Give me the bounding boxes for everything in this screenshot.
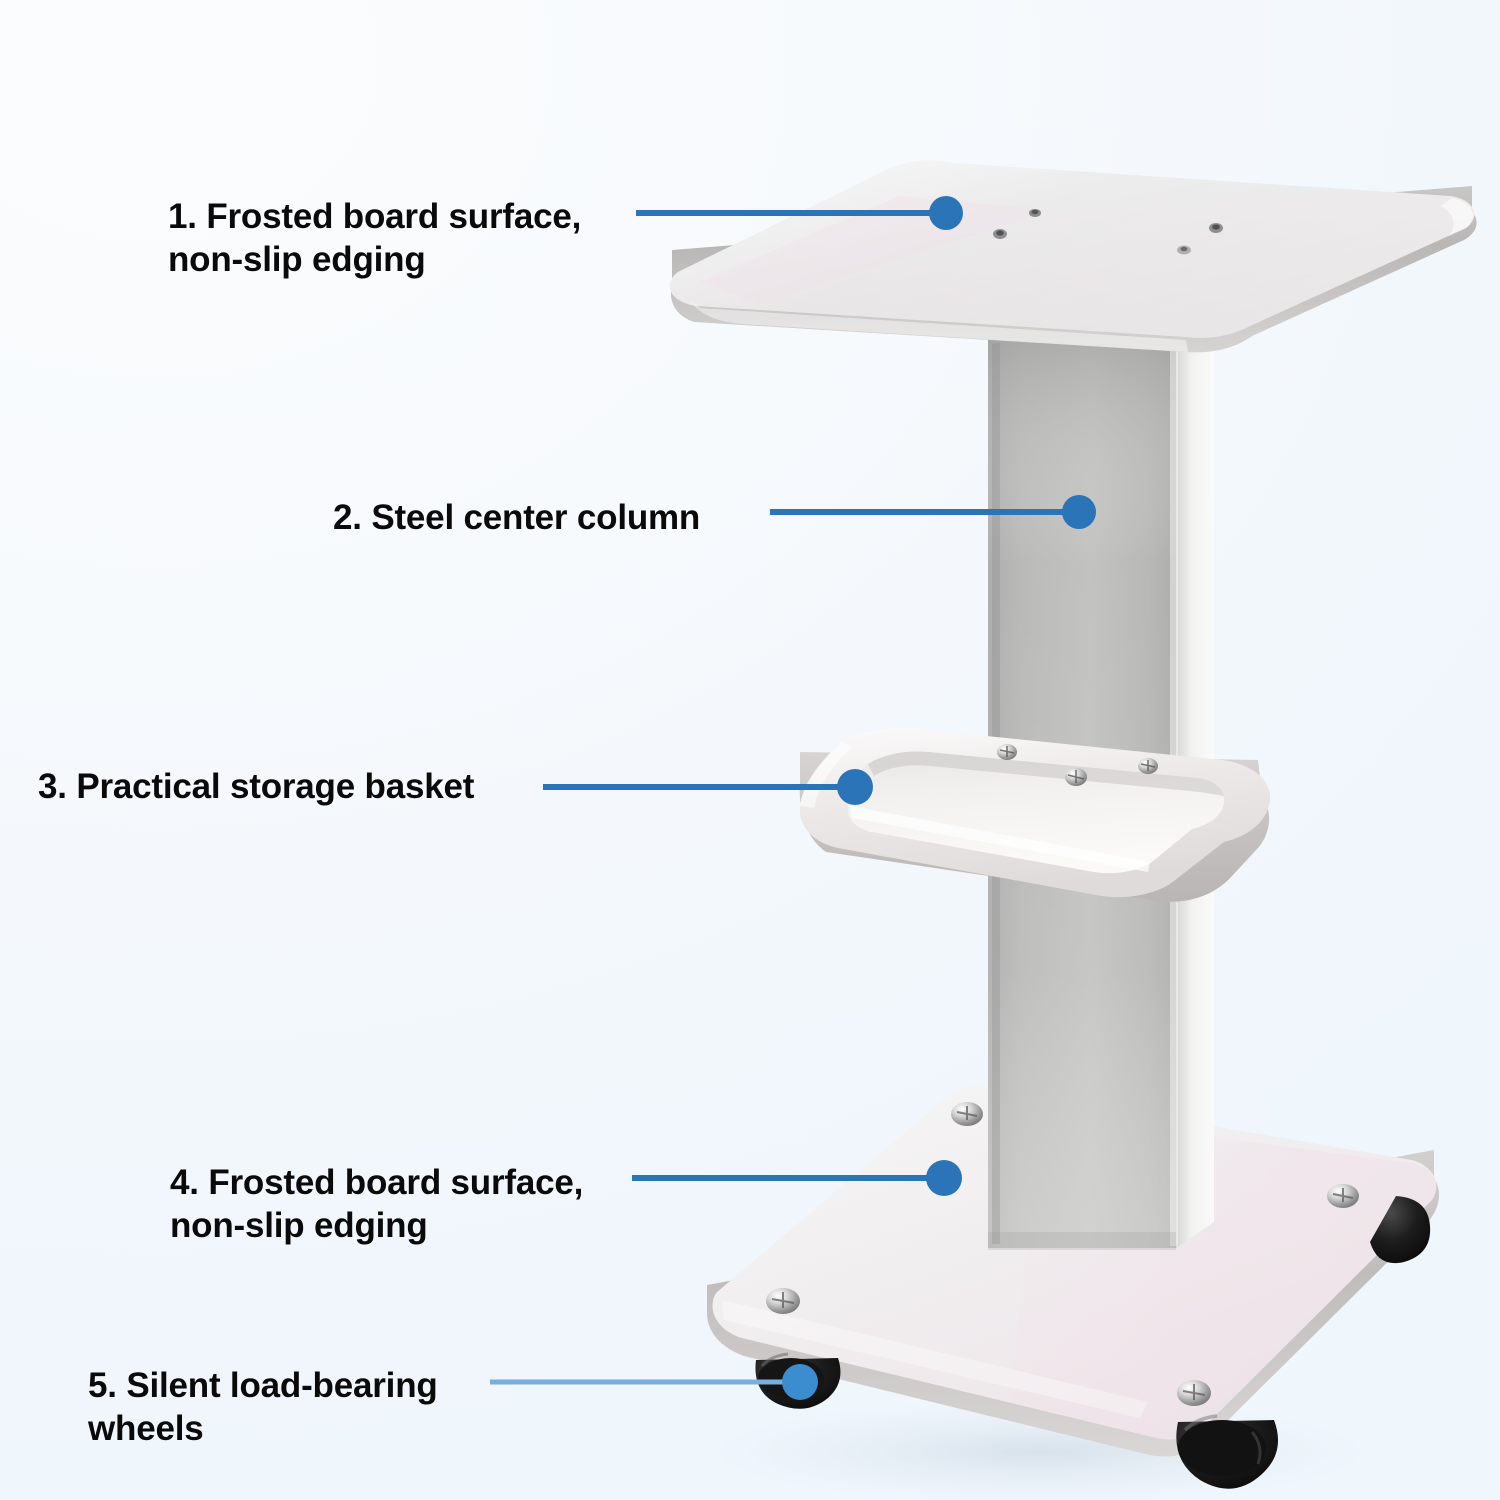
screw-dome — [1138, 758, 1158, 774]
callout-label-5: 5. Silent load-bearing wheels — [88, 1366, 438, 1448]
callout-label-4: 4. Frosted board surface, non-slip edgin… — [170, 1163, 584, 1245]
screw-hole — [1177, 245, 1191, 255]
screw-dome — [1065, 768, 1087, 786]
callout-label-2: 2. Steel center column — [333, 498, 701, 537]
caster-front — [1176, 1414, 1278, 1489]
basket-screws — [997, 744, 1158, 786]
top-tray — [669, 160, 1477, 353]
screw-dome — [1177, 1380, 1211, 1406]
caster-left — [755, 1352, 841, 1409]
screw-dome — [997, 744, 1017, 760]
screw-hole — [993, 229, 1007, 239]
callout-label-1: 1. Frosted board surface, non-slip edgin… — [168, 197, 582, 279]
storage-basket — [799, 728, 1271, 902]
caster-right — [1370, 1196, 1431, 1264]
screw-dome — [766, 1288, 800, 1314]
screw-hole — [1029, 209, 1041, 217]
callout-label-3: 3. Practical storage basket — [38, 767, 475, 806]
screw-hole — [1209, 223, 1223, 233]
top-tray-holes — [993, 209, 1223, 255]
screw-dome — [1327, 1184, 1359, 1208]
screw-dome — [951, 1102, 983, 1126]
base-screws — [766, 1102, 1359, 1406]
